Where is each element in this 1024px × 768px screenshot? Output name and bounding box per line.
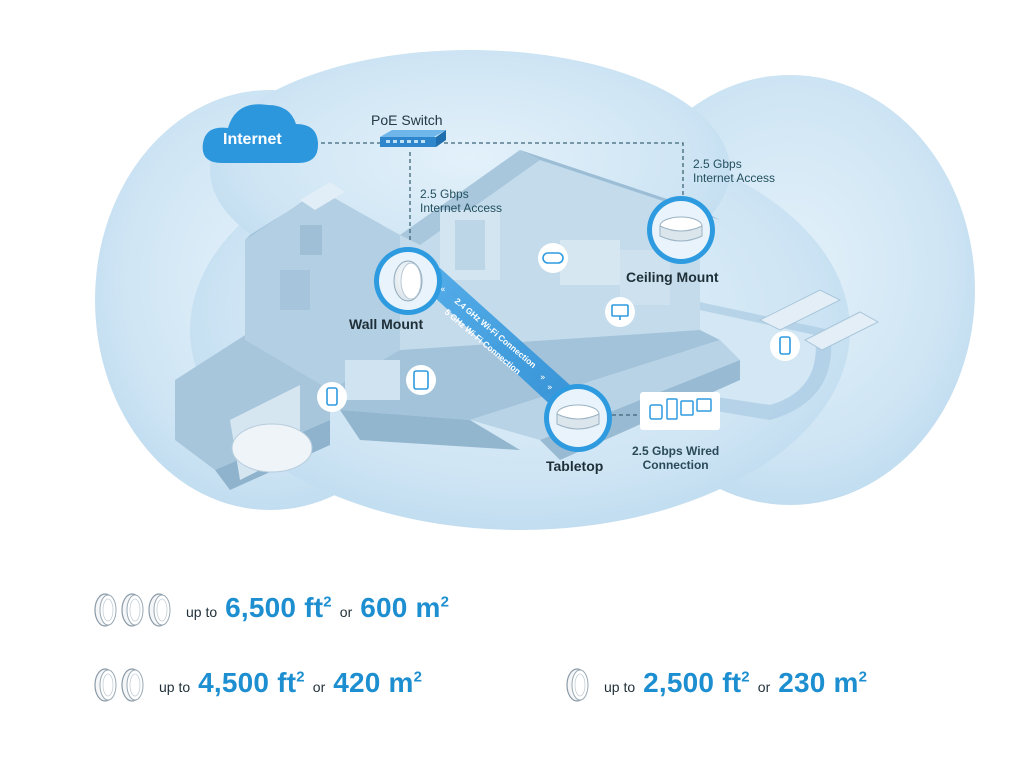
unit-icons	[566, 667, 590, 703]
or-text: or	[757, 679, 771, 695]
metric-sup: 2	[413, 668, 423, 686]
wired-connection-label: 2.5 Gbps Wired Connection	[632, 444, 719, 472]
imperial-value: 4,500 ft	[198, 667, 297, 698]
gamepad-icon	[538, 243, 568, 273]
or-text: or	[339, 604, 353, 620]
wired-devices-icon	[640, 392, 720, 430]
puck-icon	[121, 667, 145, 703]
puck-icon	[566, 667, 590, 703]
monitor-icon	[605, 297, 635, 327]
unit-icons	[94, 592, 172, 628]
internet-cloud	[202, 104, 318, 163]
imperial-sup: 2	[741, 668, 750, 686]
switch-to-ceiling-line	[444, 142, 684, 210]
coverage-row-3-units: up to 6,500 ft2 or 600 m2	[94, 592, 449, 628]
wifi-beam	[418, 268, 580, 410]
ceiling-mount-unit	[647, 196, 715, 264]
car	[231, 423, 313, 473]
imperial-area: 4,500 ft2	[198, 667, 305, 699]
imperial-area: 6,500 ft2	[225, 592, 332, 624]
metric-value: 230 m	[778, 667, 859, 698]
wall-mount-unit	[374, 247, 442, 315]
uplink-left-label: 2.5 Gbps Internet Access	[420, 187, 502, 215]
svg-text:»: »	[540, 373, 546, 383]
svg-text:»: »	[547, 383, 553, 393]
network-diagram: « « » » 2.4 GHz Wi-Fi Connection 5 GHz W…	[95, 50, 975, 530]
uplink-right-label: 2.5 Gbps Internet Access	[693, 157, 775, 185]
puck-icon	[94, 667, 118, 703]
puck-icon	[121, 592, 145, 628]
metric-area: 600 m2	[360, 592, 449, 624]
metric-sup: 2	[858, 668, 868, 686]
ceiling-mount-label: Ceiling Mount	[626, 269, 719, 285]
up-to-text: up to	[604, 679, 636, 695]
tablet-icon	[406, 365, 436, 395]
imperial-value: 6,500 ft	[225, 592, 324, 623]
imperial-sup: 2	[296, 668, 305, 686]
wired-line1: 2.5 Gbps Wired	[632, 444, 720, 458]
or-text: or	[312, 679, 326, 695]
wall-mount-label: Wall Mount	[349, 316, 424, 332]
metric-value: 420 m	[333, 667, 414, 698]
metric-area: 230 m2	[778, 667, 867, 699]
coverage-row-2-units: up to 4,500 ft2 or 420 m2	[94, 667, 422, 703]
svg-text:«: «	[440, 285, 446, 295]
metric-area: 420 m2	[333, 667, 422, 699]
connection-lines	[300, 142, 684, 416]
imperial-value: 2,500 ft	[643, 667, 742, 698]
metric-sup: 2	[440, 593, 450, 611]
phone-icon-left	[317, 382, 347, 412]
unit-icons	[94, 667, 145, 703]
puck-icon	[148, 592, 172, 628]
uplink-left-line2: Internet Access	[420, 201, 503, 215]
poe-switch-label: PoE Switch	[371, 112, 443, 128]
tabletop-label: Tabletop	[546, 458, 604, 474]
uplink-left-line1: 2.5 Gbps	[420, 187, 469, 201]
imperial-area: 2,500 ft2	[643, 667, 750, 699]
puck-icon	[94, 592, 118, 628]
metric-value: 600 m	[360, 592, 441, 623]
wired-line2: Connection	[642, 458, 709, 472]
up-to-text: up to	[159, 679, 191, 695]
up-to-text: up to	[186, 604, 218, 620]
coverage-row-1-unit: up to 2,500 ft2 or 230 m2	[566, 667, 867, 703]
uplink-right-line2: Internet Access	[693, 171, 776, 185]
internet-label: Internet	[223, 131, 282, 148]
tabletop-unit	[544, 384, 612, 452]
poe-switch-icon	[380, 130, 446, 147]
phone-icon-right	[770, 331, 800, 361]
uplink-right-line1: 2.5 Gbps	[693, 157, 742, 171]
imperial-sup: 2	[323, 593, 332, 611]
